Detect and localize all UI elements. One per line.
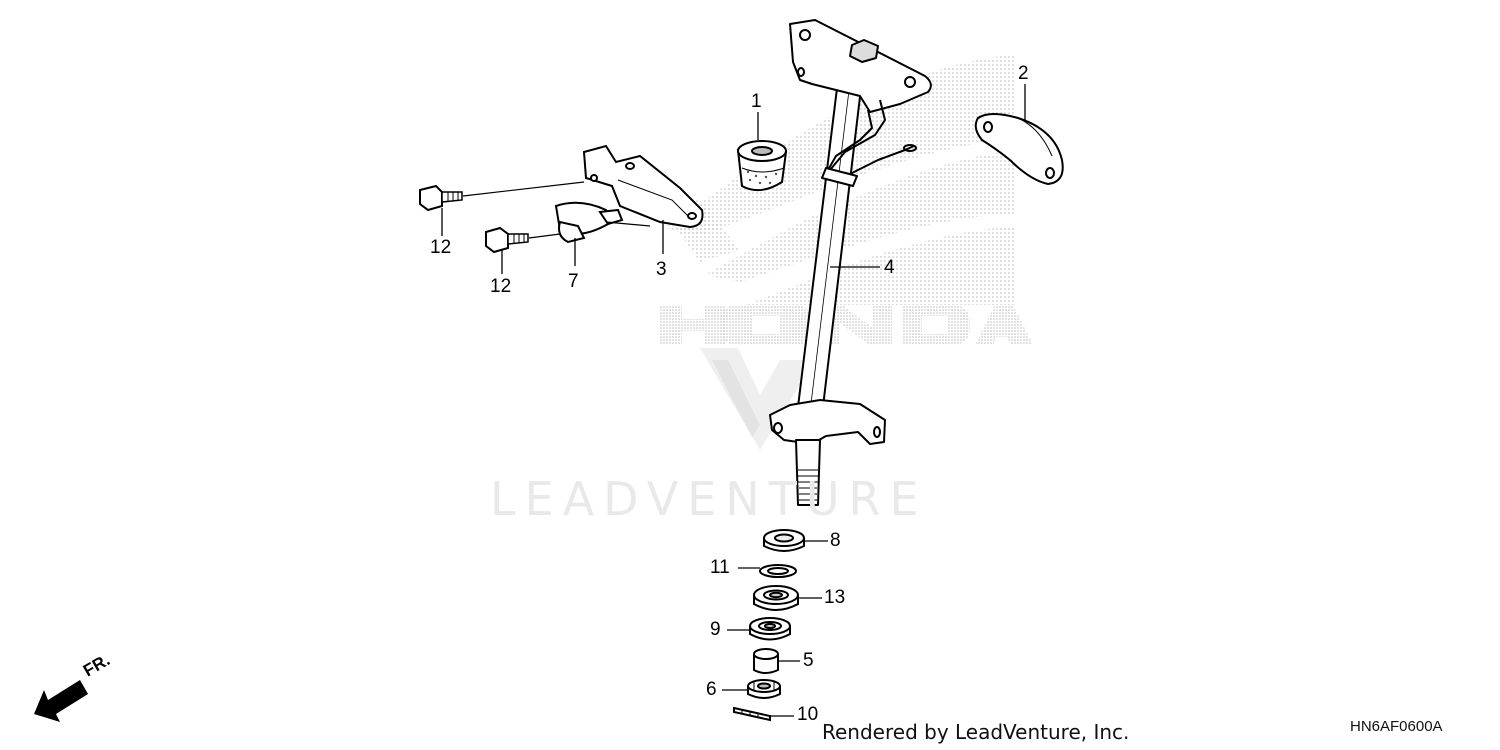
oil-seal (763, 529, 805, 552)
callout-12-upper: 12 (430, 237, 452, 258)
castle-nut (747, 679, 781, 699)
bearing-upper (753, 585, 799, 611)
rubber-bushing (736, 140, 788, 192)
leader-lines (441, 84, 1026, 717)
bolt-lower (485, 226, 529, 254)
clamp (554, 201, 624, 244)
callout-8: 8 (830, 530, 841, 551)
front-direction-arrow (34, 680, 88, 722)
holder-cap (974, 113, 1064, 186)
callout-3: 3 (656, 259, 667, 280)
diagram-code: HN6AF0600A (1350, 718, 1443, 735)
cotter-pin (733, 706, 771, 722)
honda-lettering-watermark (660, 305, 1033, 345)
callout-2: 2 (1018, 63, 1029, 84)
callout-13: 13 (824, 587, 846, 608)
assembly-lines (462, 181, 651, 239)
bearing-lower (749, 617, 791, 641)
leadventure-logo-watermark (700, 348, 815, 450)
bracket (582, 144, 704, 229)
callout-5: 5 (803, 650, 814, 671)
callout-6: 6 (706, 679, 717, 700)
callout-7: 7 (568, 271, 579, 292)
collar (753, 648, 779, 674)
callout-4: 4 (884, 257, 895, 278)
steering-shaft (769, 19, 932, 506)
leadventure-watermark-text: LEADVENTURE (490, 472, 928, 526)
bolt-upper (419, 184, 463, 212)
callout-1: 1 (751, 91, 762, 112)
callout-11: 11 (710, 557, 730, 578)
render-credit: Rendered by LeadVenture, Inc. (822, 720, 1130, 744)
callout-10: 10 (797, 704, 819, 725)
callout-9: 9 (710, 619, 721, 640)
callout-12-lower: 12 (490, 276, 512, 297)
circlip (759, 564, 797, 578)
